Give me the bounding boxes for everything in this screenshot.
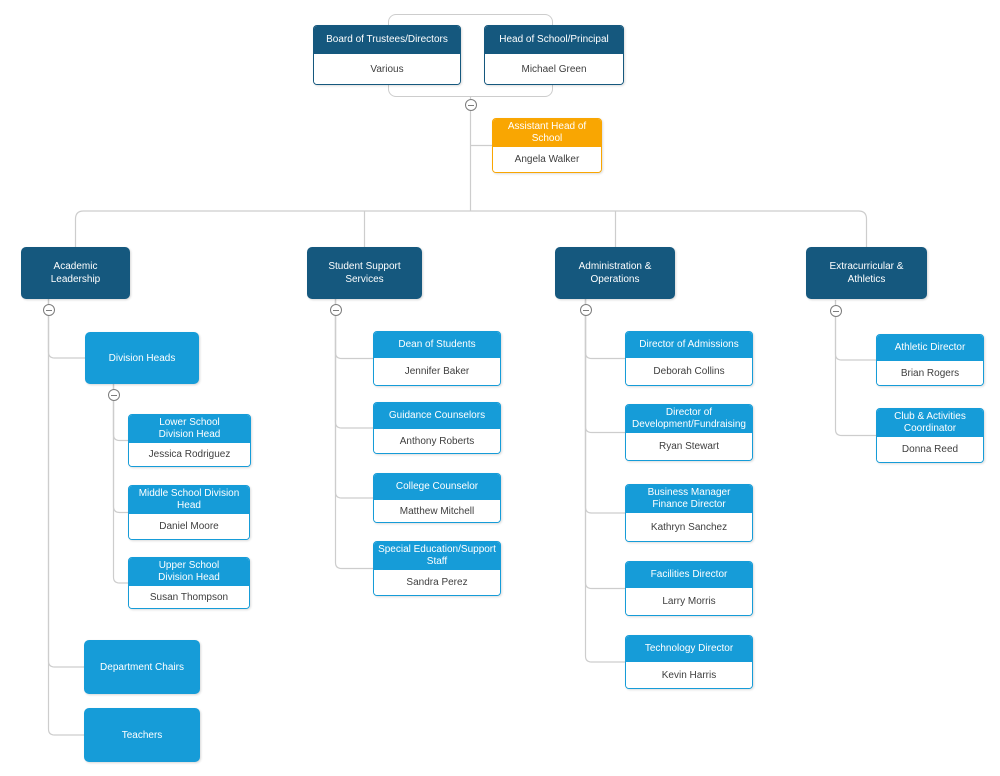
node-person: Kevin Harris [626, 662, 752, 688]
org-node-upper-school-division-head[interactable]: Upper School Division Head Susan Thompso… [128, 557, 250, 609]
branch-label: Extracurricular & Athletics [829, 261, 904, 285]
node-title: Board of Trustees/Directors [314, 26, 460, 54]
collapse-toggle-academic[interactable] [42, 304, 55, 316]
node-person: Daniel Moore [129, 514, 249, 539]
node-title: Director of Admissions [626, 332, 752, 358]
org-node-director-of-development[interactable]: Director of Development/Fundraising Ryan… [625, 404, 753, 461]
org-node-technology-director[interactable]: Technology Director Kevin Harris [625, 635, 753, 689]
node-title: Guidance Counselors [374, 403, 500, 429]
org-node-business-manager-finance-director[interactable]: Business Manager Finance Director Kathry… [625, 484, 753, 542]
org-node-dean-of-students[interactable]: Dean of Students Jennifer Baker [373, 331, 501, 386]
node-title: Dean of Students [374, 332, 500, 358]
minus-icon [332, 309, 339, 311]
node-person: Donna Reed [877, 437, 983, 462]
node-person: Various [314, 54, 460, 84]
collapse-toggle-root[interactable] [464, 99, 477, 111]
branch-extracurricular-athletics[interactable]: Extracurricular & Athletics [806, 247, 927, 299]
minus-icon [110, 394, 117, 396]
node-person: Jennifer Baker [374, 358, 500, 385]
node-person: Brian Rogers [877, 361, 983, 385]
minus-icon [832, 310, 839, 312]
node-title: Head of School/Principal [485, 26, 623, 54]
node-person: Deborah Collins [626, 358, 752, 385]
node-title: Assistant Head of School [493, 119, 601, 147]
org-node-college-counselor[interactable]: College Counselor Matthew Mitchell [373, 473, 501, 523]
org-node-board-of-trustees[interactable]: Board of Trustees/Directors Various [313, 25, 461, 85]
branch-administration-operations[interactable]: Administration & Operations [555, 247, 675, 299]
minus-icon [467, 104, 474, 106]
collapse-toggle-extracurricular[interactable] [829, 305, 842, 317]
org-node-teachers[interactable]: Teachers [84, 708, 200, 762]
branch-academic-leadership[interactable]: Academic Leadership [21, 247, 130, 299]
org-node-head-of-school[interactable]: Head of School/Principal Michael Green [484, 25, 624, 85]
node-title: Director of Development/Fundraising [626, 405, 752, 433]
node-person: Jessica Rodriguez [129, 443, 250, 466]
node-title: Upper School Division Head [129, 558, 249, 586]
org-node-director-of-admissions[interactable]: Director of Admissions Deborah Collins [625, 331, 753, 386]
node-person: Sandra Perez [374, 570, 500, 595]
node-label: Division Heads [108, 352, 176, 364]
collapse-toggle-division-heads[interactable] [107, 389, 120, 401]
node-person: Kathryn Sanchez [626, 513, 752, 541]
node-title: Facilities Director [626, 562, 752, 588]
collapse-toggle-student-support[interactable] [329, 304, 342, 316]
org-node-lower-school-division-head[interactable]: Lower School Division Head Jessica Rodri… [128, 414, 251, 467]
org-node-department-chairs[interactable]: Department Chairs [84, 640, 200, 694]
org-node-assistant-head[interactable]: Assistant Head of School Angela Walker [492, 118, 602, 173]
node-person: Ryan Stewart [626, 433, 752, 460]
node-person: Larry Morris [626, 588, 752, 615]
org-node-facilities-director[interactable]: Facilities Director Larry Morris [625, 561, 753, 616]
node-person: Susan Thompson [129, 586, 249, 608]
minus-icon [45, 309, 52, 311]
node-title: Middle School Division Head [129, 486, 249, 514]
org-node-guidance-counselors[interactable]: Guidance Counselors Anthony Roberts [373, 402, 501, 454]
branch-student-support-services[interactable]: Student Support Services [307, 247, 422, 299]
node-person: Matthew Mitchell [374, 500, 500, 522]
org-node-club-activities-coordinator[interactable]: Club & Activities Coordinator Donna Reed [876, 408, 984, 463]
org-node-division-heads[interactable]: Division Heads [85, 332, 199, 384]
collapse-toggle-administration[interactable] [579, 304, 592, 316]
branch-label: Academic Leadership [50, 261, 101, 285]
node-title: Business Manager Finance Director [626, 485, 752, 513]
node-label: Teachers [121, 729, 163, 741]
org-node-athletic-director[interactable]: Athletic Director Brian Rogers [876, 334, 984, 386]
node-title: Athletic Director [877, 335, 983, 361]
node-title: Special Education/Support Staff [374, 542, 500, 570]
node-person: Angela Walker [493, 147, 601, 172]
node-person: Anthony Roberts [374, 429, 500, 453]
org-node-special-education-support-staff[interactable]: Special Education/Support Staff Sandra P… [373, 541, 501, 596]
org-node-middle-school-division-head[interactable]: Middle School Division Head Daniel Moore [128, 485, 250, 540]
node-title: College Counselor [374, 474, 500, 500]
node-title: Lower School Division Head [129, 415, 250, 443]
node-title: Club & Activities Coordinator [877, 409, 983, 437]
branch-label: Student Support Services [328, 261, 401, 285]
branch-label: Administration & Operations [578, 261, 652, 285]
node-title: Technology Director [626, 636, 752, 662]
minus-icon [582, 309, 589, 311]
node-label: Department Chairs [100, 661, 184, 673]
node-person: Michael Green [485, 54, 623, 84]
